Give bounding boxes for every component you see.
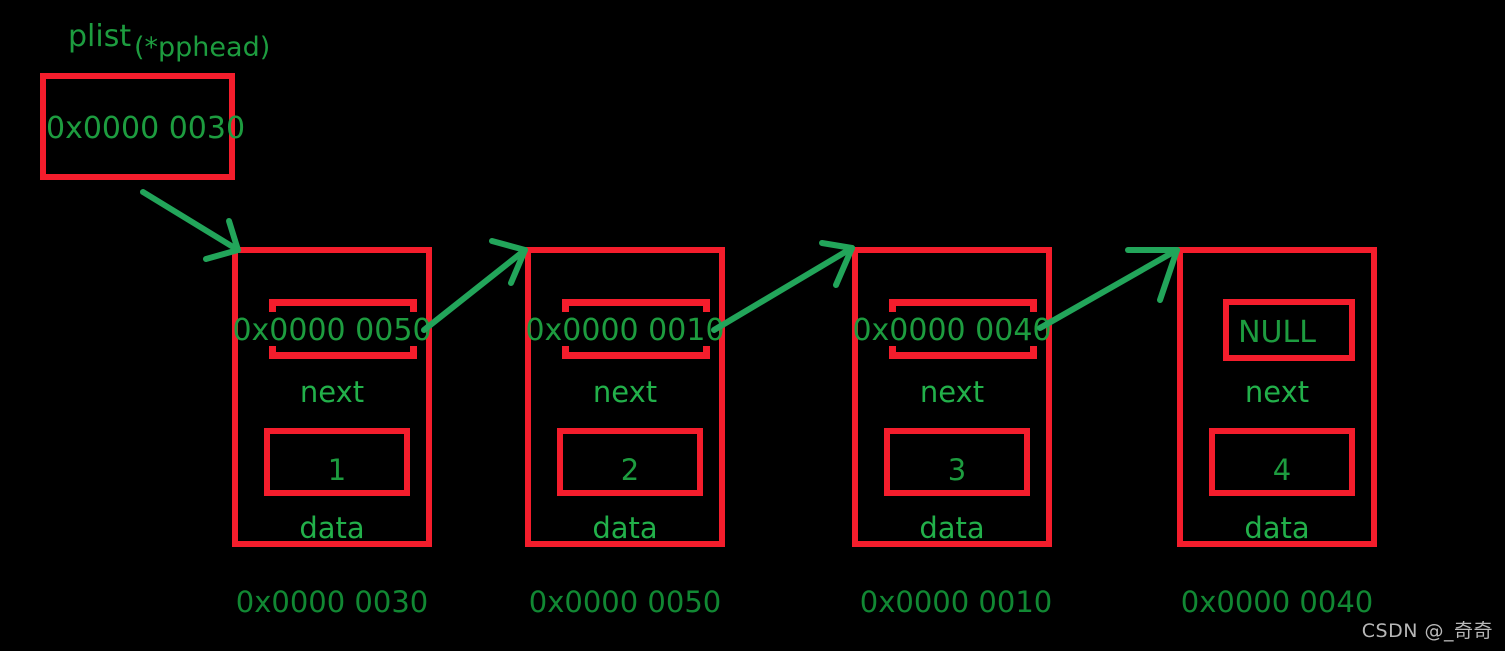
next-field-slot-3 (889, 299, 1037, 359)
list-node-2: 0x0000 0010 next 2 data (525, 247, 725, 547)
bracket-stub-top-right (410, 299, 417, 312)
next-field-slot-1 (269, 299, 417, 359)
data-caption-2: data (592, 511, 658, 545)
bracket-stub-bottom-left (562, 346, 569, 359)
node-address-label-3: 0x0000 0010 (859, 585, 1053, 619)
node-address-label-2: 0x0000 0050 (528, 585, 722, 619)
next-value-1: 0x0000 0050 (232, 313, 432, 348)
arrow-node-3-to-node-4 (1037, 247, 1180, 331)
data-field-slot-2: 2 (557, 428, 703, 496)
bracket-stub-top-right (703, 299, 710, 312)
next-caption-2: next (592, 375, 658, 409)
data-field-slot-1: 1 (264, 428, 410, 496)
head-pointer-value: 0x0000 0030 (46, 111, 246, 146)
data-caption-4: data (1244, 511, 1310, 545)
next-field-slot-4 (1223, 299, 1355, 361)
bracket-stub-bottom-right (410, 346, 417, 359)
arrow-node-2-to-node-3 (711, 240, 855, 333)
bracket-stub-bottom-right (1030, 346, 1037, 359)
bracket-bar-bottom (889, 352, 1037, 359)
bracket-stub-top-left (562, 299, 569, 312)
data-caption-3: data (919, 511, 985, 545)
data-caption-1: data (299, 511, 365, 545)
bracket-bar-top (889, 299, 1037, 306)
data-value-2: 2 (620, 453, 640, 487)
bracket-stub-top-left (889, 299, 896, 312)
list-node-1: 0x0000 0050 next 1 data (232, 247, 432, 547)
data-value-4: 4 (1272, 453, 1292, 487)
data-field-slot-4: 4 (1209, 428, 1355, 496)
bracket-stub-top-left (269, 299, 276, 312)
next-value-4: NULL (1238, 315, 1316, 350)
data-field-slot-3: 3 (884, 428, 1030, 496)
watermark: CSDN @_奇奇 (1361, 620, 1493, 642)
bracket-bar-bottom (269, 352, 417, 359)
next-value-3: 0x0000 0040 (852, 313, 1052, 348)
next-field-slot-2 (562, 299, 710, 359)
node-address-label-1: 0x0000 0030 (235, 585, 429, 619)
next-caption-4: next (1244, 375, 1310, 409)
next-value-2: 0x0000 0010 (525, 313, 725, 348)
head-pointer-name-label: plist (68, 19, 132, 54)
bracket-stub-bottom-left (889, 346, 896, 359)
head-pointer-box: 0x0000 0030 (40, 73, 246, 180)
data-value-3: 3 (947, 453, 967, 487)
node-address-label-4: 0x0000 0040 (1180, 585, 1374, 619)
list-node-4: NULL next 4 data (1177, 247, 1377, 547)
head-pointer-param-label: (*pphead) (134, 32, 271, 63)
bracket-stub-top-right (1030, 299, 1037, 312)
bracket-bar-top (269, 299, 417, 306)
bracket-stub-bottom-right (703, 346, 710, 359)
bracket-bar-top (562, 299, 710, 306)
next-caption-3: next (919, 375, 985, 409)
bracket-stub-bottom-left (269, 346, 276, 359)
arrow-head-to-node-1 (140, 189, 241, 262)
data-value-1: 1 (327, 453, 347, 487)
bracket-bar-bottom (562, 352, 710, 359)
list-node-3: 0x0000 0040 next 3 data (852, 247, 1052, 547)
next-caption-1: next (299, 375, 365, 409)
